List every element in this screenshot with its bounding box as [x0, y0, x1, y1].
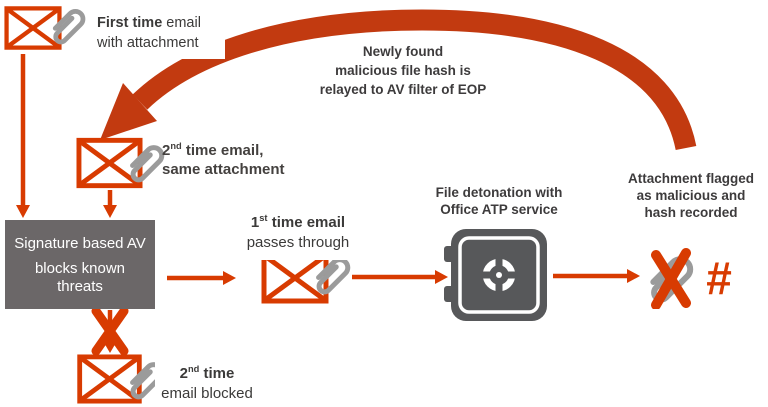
first-email-label-bold: First time	[97, 15, 163, 31]
arrowhead	[223, 271, 236, 285]
first-email-label-line2: with attachment	[97, 35, 199, 51]
flagged-label-line2: as malicious and	[636, 188, 746, 203]
arrowhead	[627, 269, 640, 283]
paperclip-icon	[52, 9, 86, 45]
second-email-label-sup: nd	[170, 141, 182, 151]
safe-dial	[481, 257, 517, 293]
detonation-label: File detonation with Office ATP service	[418, 184, 580, 218]
malicious-x-icon	[651, 248, 691, 309]
blocked-email-label: 2nd time email blocked	[155, 357, 259, 407]
blocked-label-rest: time	[199, 365, 235, 382]
feedback-note-line1: Newly found	[362, 44, 444, 59]
pass-through-label: 1st time email passes through	[234, 206, 362, 260]
detonation-label-line2: Office ATP service	[440, 202, 558, 217]
arrowhead	[16, 205, 30, 218]
paperclip-icon	[130, 145, 165, 183]
detonation-label-line1: File detonation with	[435, 185, 563, 200]
pass-label-line2: passes through	[246, 234, 350, 251]
arrowhead	[435, 270, 448, 284]
arrowhead	[103, 205, 117, 218]
first-email-label-rest: email	[162, 15, 201, 31]
envelope-icon	[77, 354, 142, 404]
flagged-attachment-icon	[650, 248, 694, 309]
flagged-label-line3: hash recorded	[644, 205, 738, 220]
feedback-note-line3: relayed to AV filter of EOP	[319, 82, 487, 97]
second-email-label-line2: same attachment	[162, 161, 285, 178]
flagged-label: Attachment flagged as malicious and hash…	[616, 170, 766, 221]
blocked-label-sup: nd	[187, 364, 200, 374]
feedback-arc-arrow	[132, 9, 697, 151]
hash-recorded-icon: #	[694, 250, 744, 308]
second-email-label-num: 2	[162, 142, 171, 159]
feedback-note-line2: malicious file hash is	[335, 63, 471, 78]
av-box-line2: blocks known	[34, 260, 126, 277]
envelope-icon	[76, 137, 143, 189]
envelope-icon	[4, 6, 62, 50]
second-email-label: 2nd time email, same attachment	[162, 141, 285, 179]
blocked-label-num: 2	[179, 365, 188, 382]
feedback-arc-arrowhead	[100, 83, 157, 140]
av-box-line3: threats	[57, 278, 103, 295]
av-box-line1: Signature based AV	[14, 235, 146, 252]
pass-label-sup: st	[259, 213, 268, 223]
feedback-note: Newly found malicious file hash is relay…	[303, 42, 503, 99]
pass-label-num: 1	[250, 214, 260, 231]
arrowhead	[103, 341, 117, 353]
pass-label-rest: time email	[267, 214, 346, 231]
blocked-x-icon	[91, 306, 129, 356]
safe-icon	[444, 229, 547, 321]
flagged-label-line1: Attachment flagged	[627, 171, 754, 186]
hash-symbol: #	[706, 252, 732, 304]
signature-av-box: Signature based AV blocks known threats	[5, 220, 155, 309]
blocked-label-line2: email blocked	[161, 385, 253, 402]
first-email-label: First time email with attachment	[87, 7, 225, 59]
second-email-label-rest: time email,	[181, 142, 264, 159]
